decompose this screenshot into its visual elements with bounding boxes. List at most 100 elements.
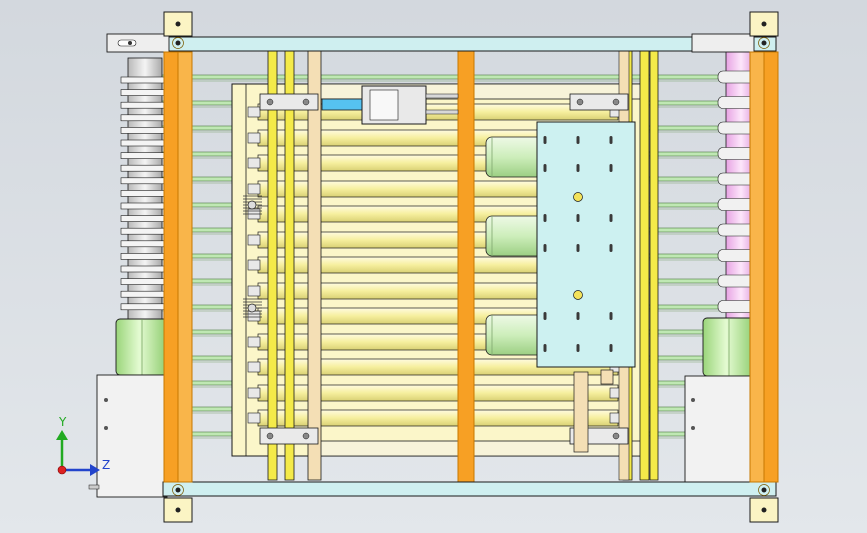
pulley-disc	[120, 265, 166, 273]
joint-washer	[758, 484, 770, 496]
mount-slot	[576, 344, 580, 352]
drive-motor	[485, 215, 545, 257]
pulley-disc	[120, 290, 166, 298]
mount-slot	[543, 214, 547, 222]
joint-bolt	[761, 40, 767, 46]
triad-z-arrow	[90, 464, 100, 476]
carriage-clamp	[259, 427, 319, 445]
roller-bearing	[247, 336, 261, 348]
mount-slot	[609, 214, 613, 222]
mount-slot	[576, 164, 580, 172]
locating-pin	[573, 192, 583, 202]
cylinder-tie-rod	[425, 109, 459, 115]
clamp-bolt	[302, 432, 310, 440]
locating-pin	[573, 290, 583, 300]
guide-rod	[639, 49, 650, 481]
bottom-crossbar	[162, 481, 777, 497]
right-upright	[763, 51, 779, 483]
joint-washer	[172, 484, 184, 496]
sprocket-hub	[247, 200, 257, 210]
left-motor-bracket	[96, 374, 168, 498]
mount-slot	[543, 136, 547, 144]
clamp-bolt	[612, 432, 620, 440]
sprocket-hub	[247, 303, 257, 313]
pulley-disc	[120, 114, 166, 122]
left-upright-inner	[177, 51, 193, 483]
clamp-bolt	[612, 98, 620, 106]
mount-slot	[609, 244, 613, 252]
mount-slot	[609, 136, 613, 144]
mount-slot	[543, 244, 547, 252]
bracket-tab	[88, 484, 100, 490]
drive-motor	[485, 136, 545, 178]
carriage-clamp	[259, 93, 319, 111]
mount-slot	[609, 344, 613, 352]
guide-rod	[284, 49, 295, 481]
triad-y-arrow	[56, 430, 68, 440]
drive-motor	[485, 314, 545, 356]
handle-slot	[117, 39, 137, 47]
roller-bearing	[247, 361, 261, 373]
center-post	[457, 49, 475, 483]
pulley-disc	[120, 89, 166, 96]
corner-bolt	[175, 21, 181, 27]
carriage-clamp	[569, 93, 629, 111]
roller-bearing	[247, 285, 261, 297]
pulley-disc	[120, 139, 166, 147]
guide-rod	[649, 49, 659, 481]
bracket-hole	[104, 398, 108, 402]
pulley-disc	[120, 202, 166, 210]
triad-z-label: Z	[102, 458, 110, 472]
mount-slot	[543, 312, 547, 320]
corner-bolt	[175, 507, 181, 513]
handle-pin	[128, 41, 132, 45]
pulley-disc	[120, 278, 166, 285]
outer-frame	[106, 11, 779, 523]
roller-bearing	[247, 259, 261, 271]
mount-slot	[576, 136, 580, 144]
slider-plate[interactable]	[536, 121, 636, 368]
pulley-disc	[120, 164, 166, 172]
mount-slot	[609, 312, 613, 320]
roller-bearing	[247, 132, 261, 144]
corner-bolt	[761, 21, 767, 27]
mount-slot	[609, 164, 613, 172]
clamp-bolt	[266, 432, 274, 440]
mount-slot	[543, 344, 547, 352]
slider-leg	[573, 371, 589, 453]
pulley-disc	[120, 240, 166, 248]
pulley-disc	[120, 227, 166, 235]
left-upright	[163, 51, 179, 483]
mount-slot	[576, 214, 580, 222]
left-handle	[106, 33, 170, 53]
pulley-disc	[120, 215, 166, 222]
mount-slot	[543, 164, 547, 172]
bracket-hole	[691, 426, 695, 430]
corner-bolt	[761, 507, 767, 513]
roller-bearing	[247, 412, 261, 424]
bracket-hole	[691, 398, 695, 402]
triad-origin	[57, 465, 67, 475]
right-upright-inner	[749, 51, 765, 483]
cylinder-tie-rod	[425, 93, 459, 99]
roller-bearing	[247, 157, 261, 169]
mount-slot	[576, 244, 580, 252]
clamp-bolt	[302, 98, 310, 106]
triad-y-label: Y	[58, 415, 67, 429]
roller-bearing	[247, 234, 261, 246]
pneumatic-cylinder[interactable]	[321, 85, 459, 125]
axis-triad-icon: YZ	[56, 415, 110, 476]
slider-plate-body	[536, 121, 636, 368]
pulley-disc	[120, 190, 166, 197]
joint-bolt	[761, 487, 767, 493]
pulley-disc	[120, 177, 166, 185]
pulley-disc	[120, 76, 166, 84]
cylinder-barrel	[369, 89, 399, 121]
pulley-column	[127, 57, 163, 321]
right-handle	[691, 33, 755, 53]
pulley-disc	[120, 152, 166, 159]
joint-bolt	[175, 487, 181, 493]
pulley-disc	[120, 253, 166, 260]
